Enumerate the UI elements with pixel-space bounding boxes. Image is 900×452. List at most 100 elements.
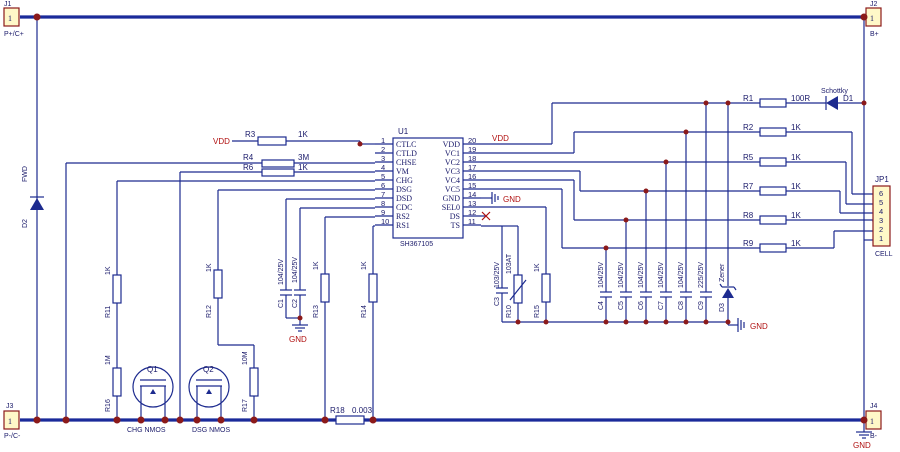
svg-text:GND: GND <box>503 195 521 204</box>
svg-text:104/25V: 104/25V <box>618 262 625 288</box>
ic-pin-number: 5 <box>381 172 385 181</box>
svg-text:R11: R11 <box>105 306 112 318</box>
jp1-pin-number: 1 <box>879 234 883 243</box>
svg-text:R17: R17 <box>242 399 249 412</box>
ic-pin-name: RS2 <box>396 212 410 221</box>
no-connect-marker <box>481 211 491 221</box>
ground-symbol-j4: GND <box>853 420 872 450</box>
svg-text:CHG NMOS: CHG NMOS <box>127 427 166 434</box>
svg-text:R10: R10 <box>506 305 513 318</box>
ic-pin-name: CTLC <box>396 140 416 149</box>
svg-text:R7: R7 <box>743 182 754 191</box>
ic-pin-number: 16 <box>468 172 476 181</box>
connector-j2: 1 J2 B+ <box>865 1 882 38</box>
svg-text:C5: C5 <box>618 301 625 310</box>
ic-pin-name: VC2 <box>445 158 460 167</box>
ic-pin-number: 9 <box>381 208 385 217</box>
svg-text:D1: D1 <box>843 94 854 103</box>
svg-text:104/25V: 104/25V <box>638 262 645 288</box>
svg-text:CELL: CELL <box>875 251 893 258</box>
svg-text:J1: J1 <box>4 1 12 8</box>
ground-symbol-pin14: GND <box>491 192 521 204</box>
ic-right-pins: 20VDD19VC118VC217VC316VC415VC514GND13SEL… <box>442 136 481 230</box>
svg-text:1K: 1K <box>791 211 801 220</box>
svg-text:104/25V: 104/25V <box>598 262 605 288</box>
svg-text:104/25V: 104/25V <box>678 262 685 288</box>
svg-text:GND: GND <box>750 322 768 331</box>
ic-pin-number: 2 <box>381 145 385 154</box>
connector-j3: 1 J3 P-/C- <box>3 403 21 440</box>
svg-text:J2: J2 <box>870 1 878 8</box>
svg-text:GND: GND <box>853 441 871 450</box>
connector-j1: 1 J1 P+/C+ <box>3 1 24 38</box>
svg-text:100R: 100R <box>791 94 810 103</box>
svg-text:R2: R2 <box>743 123 754 132</box>
svg-text:C1: C1 <box>278 299 285 308</box>
svg-text:225/25V: 225/25V <box>698 262 705 288</box>
svg-text:R16: R16 <box>105 399 112 412</box>
ic-pin-number: 19 <box>468 145 476 154</box>
ic-pin-number: 6 <box>381 181 385 190</box>
ic-pin-number: 18 <box>468 154 476 163</box>
ic-pin-name: VC5 <box>445 185 460 194</box>
svg-text:FWD: FWD <box>22 166 29 182</box>
svg-text:C8: C8 <box>678 301 685 310</box>
svg-text:R6: R6 <box>243 163 254 172</box>
svg-text:C2: C2 <box>292 299 299 308</box>
svg-text:103/25V: 103/25V <box>494 262 501 288</box>
mosfet-q1: Q1 CHG NMOS <box>127 365 174 434</box>
svg-text:1K: 1K <box>298 130 308 139</box>
jp1-pin-number: 3 <box>879 216 883 225</box>
svg-text:1K: 1K <box>791 182 801 191</box>
ic-pin-number: 13 <box>468 199 476 208</box>
capacitor-c1: 104/25V C1 <box>278 259 292 308</box>
svg-text:B+: B+ <box>870 31 879 38</box>
ic-pin-number: 1 <box>381 136 385 145</box>
resistor-r2: R2 1K <box>743 123 801 137</box>
ic-pin-number: 20 <box>468 136 476 145</box>
ic-pin-name: GND <box>443 194 461 203</box>
svg-text:Schottky: Schottky <box>821 88 848 95</box>
svg-text:C6: C6 <box>638 301 645 310</box>
svg-text:1: 1 <box>870 14 874 23</box>
svg-text:SH367105: SH367105 <box>400 241 433 248</box>
jp1-pin-number: 6 <box>879 189 883 198</box>
svg-text:1: 1 <box>870 417 874 426</box>
resistor-r17: 10M R17 <box>242 351 259 412</box>
svg-text:R18: R18 <box>330 406 345 415</box>
ic-pin-name: CDC <box>396 203 412 212</box>
ic-pin-name: DSD <box>396 194 412 203</box>
ic-pin-name: CTLD <box>396 149 417 158</box>
svg-text:0.003: 0.003 <box>352 406 373 415</box>
ic-pin-name: VM <box>396 167 409 176</box>
svg-text:1K: 1K <box>361 261 368 270</box>
ic-pin-number: 3 <box>381 154 385 163</box>
ic-pin-name: DS <box>450 212 460 221</box>
svg-text:R5: R5 <box>743 153 754 162</box>
svg-text:R13: R13 <box>313 305 320 318</box>
svg-text:1K: 1K <box>791 239 801 248</box>
ic-pin-number: 10 <box>381 217 389 226</box>
ic-pin-name: VC4 <box>445 176 460 185</box>
svg-text:Q1: Q1 <box>147 365 158 374</box>
ic-pin-number: 12 <box>468 208 476 217</box>
svg-text:R3: R3 <box>245 130 256 139</box>
ic-pin-name: CHSE <box>396 158 417 167</box>
svg-text:Q2: Q2 <box>203 365 214 374</box>
ic-pin-number: 17 <box>468 163 476 172</box>
svg-text:1K: 1K <box>791 153 801 162</box>
mosfet-q2: Q2 DSG NMOS <box>188 365 230 434</box>
diode-d2: FWD D2 <box>22 166 44 228</box>
svg-text:C9: C9 <box>698 301 705 310</box>
svg-text:VDD: VDD <box>492 134 509 143</box>
svg-text:1: 1 <box>8 14 12 23</box>
svg-text:1K: 1K <box>313 261 320 270</box>
ground-symbol-caps: GND <box>737 318 768 332</box>
ground-symbol-c1: GND <box>289 324 308 344</box>
ic-pin-number: 14 <box>468 190 476 199</box>
resistor-r8: R8 1K <box>743 211 801 225</box>
ic-pin-number: 11 <box>468 217 476 226</box>
